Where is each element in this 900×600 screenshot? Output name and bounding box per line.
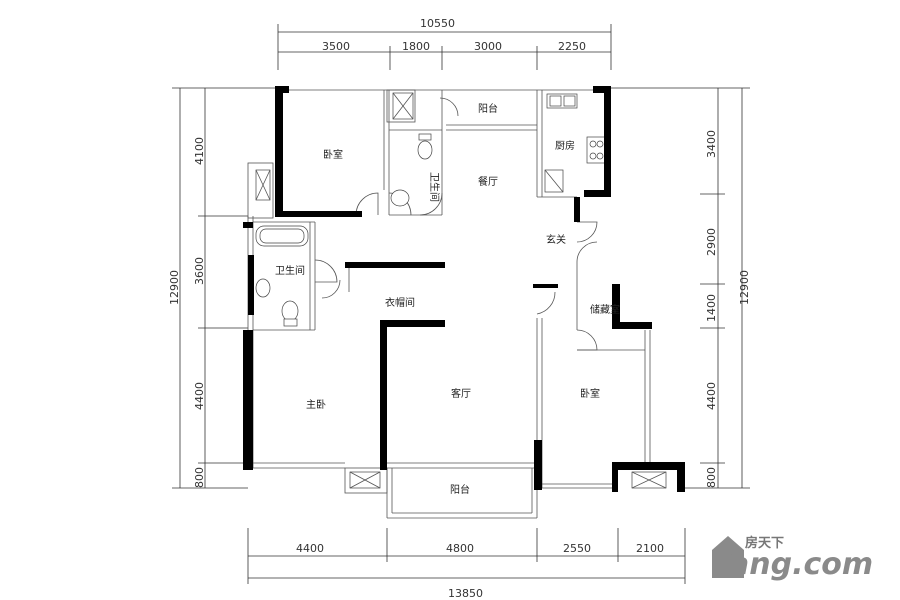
room-storage: 储藏室 [590, 303, 620, 316]
brand-watermark: 房天下 Fang.com [712, 535, 873, 582]
dimension-top: 10550 3500 1800 3000 2250 [277, 17, 612, 70]
room-living: 客厅 [451, 387, 471, 400]
room-kitchen: 厨房 [555, 139, 575, 152]
dim-top-seg-2: 1800 [402, 40, 430, 53]
dim-right-seg-2: 2900 [705, 228, 718, 256]
dim-bottom-seg-2: 4800 [446, 542, 474, 555]
room-bedroom-se: 卧室 [580, 387, 600, 400]
dim-right-total: 12900 [738, 270, 751, 305]
dim-right-seg-5: 800 [705, 467, 718, 488]
dim-bottom-seg-3: 2550 [563, 542, 591, 555]
room-dining: 餐厅 [478, 175, 498, 188]
room-master-bedroom: 主卧 [306, 398, 326, 411]
dim-left-seg-3: 4400 [193, 382, 206, 410]
dim-top-total: 10550 [420, 17, 455, 30]
dim-right-seg-1: 3400 [705, 130, 718, 158]
door-swings [314, 97, 598, 351]
dim-bottom-total: 13850 [448, 587, 483, 600]
dim-top-seg-3: 3000 [474, 40, 502, 53]
brand-en-text: Fang.com [712, 547, 873, 582]
brand-cn-text: 房天下 [745, 535, 784, 551]
room-entrance: 玄关 [546, 233, 566, 246]
room-labels: 卧室 阳台 卫生间 厨房 餐厅 玄关 卫生间 衣帽间 储藏室 主卧 客厅 卧室 … [275, 102, 620, 496]
dim-bottom-seg-4: 2100 [636, 542, 664, 555]
room-bath-n: 卫生间 [428, 172, 441, 202]
room-balcony-n: 阳台 [478, 102, 498, 115]
dim-left-seg-2: 3600 [193, 257, 206, 285]
dimension-left: 12900 4100 3600 4400 800 [168, 87, 278, 489]
fixtures [255, 92, 667, 489]
room-bath-w: 卫生间 [275, 264, 305, 277]
dimension-right: 3400 2900 1400 4400 800 12900 [611, 87, 751, 489]
dim-top-seg-4: 2250 [558, 40, 586, 53]
dim-left-seg-1: 4100 [193, 137, 206, 165]
dim-bottom-seg-1: 4400 [296, 542, 324, 555]
house-logo-icon [712, 536, 744, 578]
walls [243, 86, 685, 492]
dimension-bottom: 4400 4800 2550 2100 13850 [247, 528, 686, 600]
room-balcony-s: 阳台 [450, 483, 470, 496]
dim-top-seg-1: 3500 [322, 40, 350, 53]
dim-right-seg-3: 1400 [705, 294, 718, 322]
room-closet: 衣帽间 [385, 296, 415, 309]
dim-left-seg-4: 800 [193, 467, 206, 488]
dim-left-total: 12900 [168, 270, 181, 305]
room-bedroom-nw: 卧室 [323, 148, 343, 161]
dim-right-seg-4: 4400 [705, 382, 718, 410]
